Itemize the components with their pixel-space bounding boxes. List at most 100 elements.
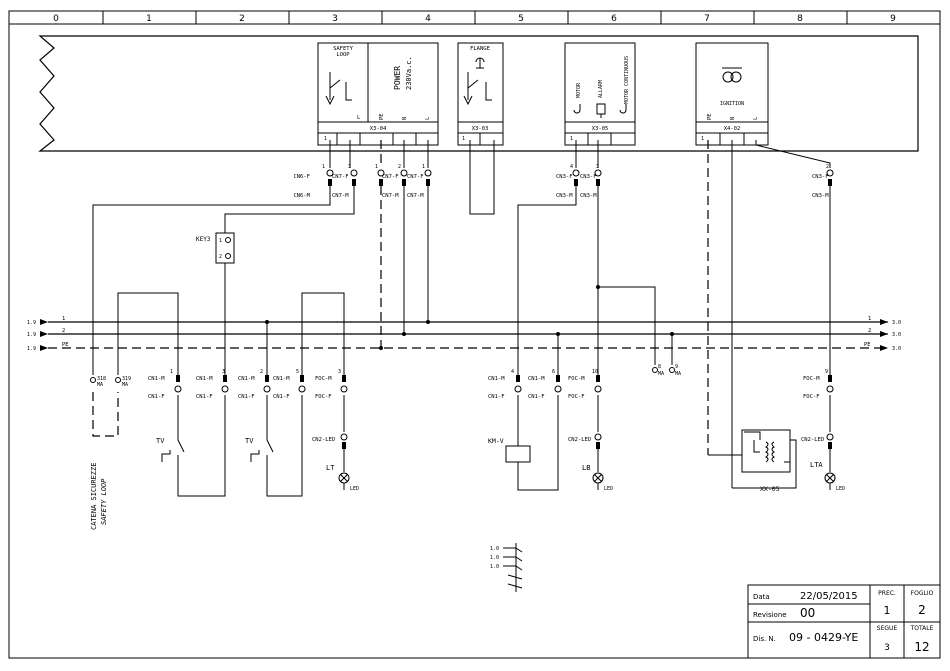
cn2-led-label-lb: CN2-LED — [568, 437, 591, 443]
tb-data-label: Data — [753, 593, 770, 601]
rail-l2-right-ref: 3.0 — [892, 332, 901, 338]
ruler-col-2: 2 — [239, 14, 245, 24]
cn7-f-label: CN7-F — [332, 174, 349, 180]
cn3-pin-4: 4 — [570, 164, 573, 170]
mid-f-6: CN1-F — [528, 394, 545, 400]
cn7-f-label-3: CN7-F — [407, 174, 424, 180]
key-switch: KEY3 1 2 — [196, 232, 235, 375]
mid-connector-foc-9: FOC-M FOC-F 9 — [803, 369, 834, 400]
cn7-m-label-3: CN7-M — [407, 193, 424, 199]
tb-foglio-label: FOGLIO — [911, 590, 934, 597]
power-pe: PE — [379, 113, 385, 120]
module-ignition: IGNITION PE N L X4-02 1 — [695, 42, 769, 146]
terminal-8-ma: MA — [658, 371, 664, 377]
tb-dis-label: Dis. N. — [753, 635, 776, 643]
tb-totale-value: 12 — [914, 640, 929, 654]
terminal-319-ma: MA — [122, 382, 128, 388]
title-block: Data 22/05/2015 Revisione 00 Dis. N. 09 … — [747, 584, 941, 659]
mid-m-3: CN1-M — [196, 376, 213, 382]
mid-f-2: CN1-F — [238, 394, 255, 400]
top-connector-cn3-2: CN3-F CN3-M 2 — [812, 164, 834, 199]
tb-prec-value: 1 — [884, 604, 891, 617]
power-voltage: 230Va.c. — [405, 56, 413, 90]
ignition-l: L — [753, 116, 759, 120]
top-connector-cn7-2: CN7-F CN7-M 2 — [398, 164, 424, 199]
motor-continuous-label: MOTOR CONTINUOUS — [624, 56, 630, 104]
led-lt: CN2-LED LT LED — [312, 433, 359, 492]
rail-l2-label-right: 2 — [868, 328, 871, 334]
lta-led-tag: LED — [836, 486, 845, 492]
cn7-m-label: CN7-M — [332, 193, 349, 199]
safety-term-l: L — [357, 115, 361, 121]
cn3-pin-3: 3 — [596, 164, 599, 170]
cn7-m-label-2: CN7-M — [382, 193, 399, 199]
safety-loop-label: SAFETY LOOP — [100, 478, 108, 525]
key-pin-1: 1 — [219, 238, 222, 244]
ruler-col-9: 9 — [890, 14, 896, 24]
tb-rev-value: 00 — [800, 606, 815, 620]
safety-switch-symbol — [325, 72, 352, 106]
terminals: 318 MA 319 MA 8 MA 9 MA — [90, 364, 681, 388]
x3-04-pin-1: 1 — [324, 136, 327, 142]
cn6-m-label: CN6-M — [293, 193, 310, 199]
circuit-wires — [92, 292, 831, 497]
ruler-col-4: 4 — [425, 14, 431, 24]
safety-loop-title: SAFETY — [333, 46, 354, 52]
mid-pin-2: 2 — [260, 369, 263, 375]
top-connector-cn7-1b: 1 — [422, 164, 432, 186]
mid-pin-4: 4 — [511, 369, 514, 375]
cn7-pin-1b: 1 — [422, 164, 425, 170]
mid-pin-1: 1 — [170, 369, 173, 375]
cn3-f-label-2: CN3-F — [580, 174, 597, 180]
motor-label: MOTOR — [576, 82, 582, 98]
tv-switch-1: TV — [156, 437, 185, 462]
xref-3: 1.0 — [490, 564, 499, 570]
cn6-f-label: CN6-F — [293, 174, 310, 180]
connector-x3-05: X3-05 — [592, 126, 609, 132]
column-ruler: 0 1 2 3 4 5 6 7 8 9 — [53, 11, 896, 24]
top-connector-cn3-3: CN3-F CN3-M 3 — [580, 164, 602, 199]
terminal-9: 9 — [675, 364, 678, 370]
allarm-label: ALLARM — [598, 80, 604, 98]
module-safety-power: SAFETY LOOP L POWER 230Va.c. PE N L X3-0… — [317, 42, 439, 146]
cn7-pin-3: 3 — [348, 164, 351, 170]
top-connector-cn7-3: CN7-F CN7-M 3 — [332, 164, 358, 199]
mid-f-1: CN1-F — [148, 394, 165, 400]
top-connector-cn3-4: CN3-F CN3-M 4 — [556, 164, 580, 199]
mid-connector-2: CN1-M CN1-F 2 — [238, 369, 271, 400]
rail-pe-right-ref: 3.0 — [892, 346, 901, 352]
xref-2: 1.0 — [490, 555, 499, 561]
mid-foc-m-3: FOC-M — [315, 376, 332, 382]
tb-dis-value: 09 - 0429-YE — [789, 631, 858, 644]
xref-1: 1.0 — [490, 546, 499, 552]
safety-chain-label: CATENA SICUREZZE SAFETY LOOP — [90, 463, 108, 530]
tb-segue-label: SEGUE — [877, 625, 898, 632]
terminal-318: 318 — [97, 376, 106, 382]
power-rails: 1.9 1.9 1.9 1 2 PE 1 2 PE 3.0 3.0 3.0 — [27, 285, 901, 352]
key-label: KEY3 — [196, 236, 211, 243]
ruler-col-8: 8 — [797, 14, 803, 24]
mid-connector-1: CN1-M CN1-F 1 — [148, 369, 182, 400]
mid-foc-m-10: FOC-M — [568, 376, 585, 382]
top-connector-cn7-1a: CN7-F CN7-M 1 — [375, 164, 399, 199]
motor-icon — [573, 104, 581, 114]
cn3-m-label: CN3-M — [556, 193, 573, 199]
rail-pe-left-ref: 1.9 — [27, 346, 36, 352]
rail-l1-label-right: 1 — [868, 316, 871, 322]
terminal-319: 319 — [122, 376, 131, 382]
lb-label: LB — [582, 464, 590, 472]
flange-title: FLANGE — [470, 46, 490, 52]
mid-f-3: CN1-F — [196, 394, 213, 400]
connector-wires — [92, 186, 831, 375]
mid-foc-pin-9: 9 — [825, 369, 828, 375]
rail-pe-label-right: PE — [864, 342, 871, 348]
km-v-label: KM-V — [488, 437, 504, 445]
cn3-m-label-2: CN3-M — [580, 193, 597, 199]
lt-led-tag: LED — [350, 486, 359, 492]
board-wires — [329, 140, 831, 488]
mid-connector-3: CN1-M CN1-F 3 — [196, 369, 229, 400]
cn3-f-label: CN3-F — [556, 174, 573, 180]
ignition-title: IGNITION — [720, 101, 744, 107]
mid-connector-foc-10: FOC-M FOC-F 10 — [568, 369, 602, 400]
mid-connector-foc-3: FOC-M FOC-F 3 — [315, 369, 348, 400]
